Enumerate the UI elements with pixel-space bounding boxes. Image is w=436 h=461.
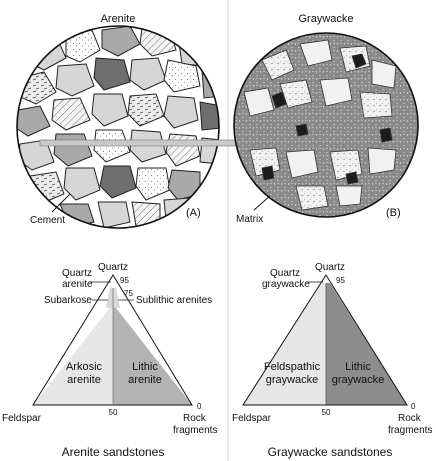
grain <box>17 105 51 137</box>
grain <box>319 77 353 107</box>
label-sublithic: Sublithic arenites <box>136 295 212 306</box>
tick-0-b: 0 <box>411 402 416 411</box>
label-quartz-graywacke-1: Quartz <box>270 268 300 279</box>
grain <box>63 167 101 201</box>
graywacke-ternary <box>242 274 408 406</box>
grain <box>93 57 131 91</box>
apex-quartz-a: Quartz <box>98 262 128 273</box>
cement-leader <box>51 193 71 213</box>
grain <box>299 39 333 67</box>
cement-callout: Cement <box>30 215 65 226</box>
grain <box>163 95 199 129</box>
field-lithic-gw-1: Lithic <box>345 361 371 373</box>
arenite-ternary <box>32 274 193 406</box>
grain <box>99 165 137 199</box>
panel-label-b: (B) <box>386 207 401 219</box>
ternary-field-quartz-arenite <box>110 275 116 288</box>
caption-graywacke: Graywacke sandstones <box>268 445 393 459</box>
ternary-field-lithic-gw <box>326 283 407 405</box>
grain <box>91 93 129 127</box>
grain <box>379 127 393 143</box>
ternary-field-feldspathic <box>243 283 326 405</box>
apex-feldspar-b: Feldspar <box>232 413 272 424</box>
ternary-field-quartz-graywacke <box>322 275 330 283</box>
grain <box>51 97 91 131</box>
grain <box>261 165 275 181</box>
grain <box>367 147 397 175</box>
field-lithic-1: Lithic <box>132 361 158 373</box>
ternary-field-arkosic <box>33 308 113 405</box>
field-lithic-2: arenite <box>128 374 162 386</box>
label-quartz-arenite-2: arenite <box>62 279 93 290</box>
matrix-leader <box>253 195 271 211</box>
grain <box>199 101 219 131</box>
graywacke-thin-section <box>233 32 419 218</box>
ternary-outline <box>32 274 193 406</box>
tick-75-a: 75 <box>124 289 133 298</box>
tick-50-a: 50 <box>109 408 118 417</box>
grain <box>295 123 309 137</box>
caption-arenite: Arenite sandstones <box>62 445 165 459</box>
field-arkosic-2: arenite <box>67 374 101 386</box>
grain <box>55 63 95 97</box>
apex-rock-b-1: Rock <box>398 413 422 424</box>
grain <box>97 201 131 228</box>
tick-95-a: 95 <box>120 276 129 285</box>
grain <box>295 185 329 211</box>
grain <box>135 167 171 201</box>
grain <box>335 185 363 207</box>
label-subarkose: Subarkose <box>44 295 92 306</box>
matrix-callout: Matrix <box>236 214 263 225</box>
tick-50-b: 50 <box>322 408 331 417</box>
grain <box>371 59 397 89</box>
grain <box>131 201 161 227</box>
panel-label-a: (A) <box>186 207 201 219</box>
apex-rock-b-2: fragments <box>388 425 432 436</box>
grain <box>279 79 313 109</box>
field-lithic-gw-2: graywacke <box>332 374 385 386</box>
label-quartz-arenite-1: Quartz <box>62 268 92 279</box>
apex-rock-a-2: fragments <box>173 425 217 436</box>
tick-95-b: 95 <box>336 276 345 285</box>
ternary-outline-b <box>242 274 408 406</box>
apex-quartz-b: Quartz <box>315 262 345 273</box>
grain <box>243 87 275 117</box>
grain <box>351 53 367 69</box>
ternary-field-lithic <box>113 308 192 405</box>
grain <box>177 35 207 67</box>
grain <box>163 59 201 93</box>
grain <box>261 49 295 81</box>
label-quartz-graywacke-2: graywacke <box>262 279 310 290</box>
grain <box>129 57 167 91</box>
apex-rock-a-1: Rock <box>183 413 207 424</box>
apex-feldspar-a: Feldspar <box>2 413 42 424</box>
grain <box>167 169 201 201</box>
grain <box>285 149 319 179</box>
graywacke-title: Graywacke <box>298 13 353 25</box>
grain <box>271 91 287 109</box>
grain <box>359 91 393 119</box>
grain <box>345 171 359 185</box>
field-feldspathic-1: Feldspathic <box>264 361 321 373</box>
arenite-title: Arenite <box>101 13 136 25</box>
field-feldspathic-2: graywacke <box>266 374 319 386</box>
tick-0-a: 0 <box>197 402 202 411</box>
arenite-thin-section <box>16 25 220 229</box>
field-arkosic-1: Arkosic <box>66 361 103 373</box>
grain <box>127 93 165 127</box>
